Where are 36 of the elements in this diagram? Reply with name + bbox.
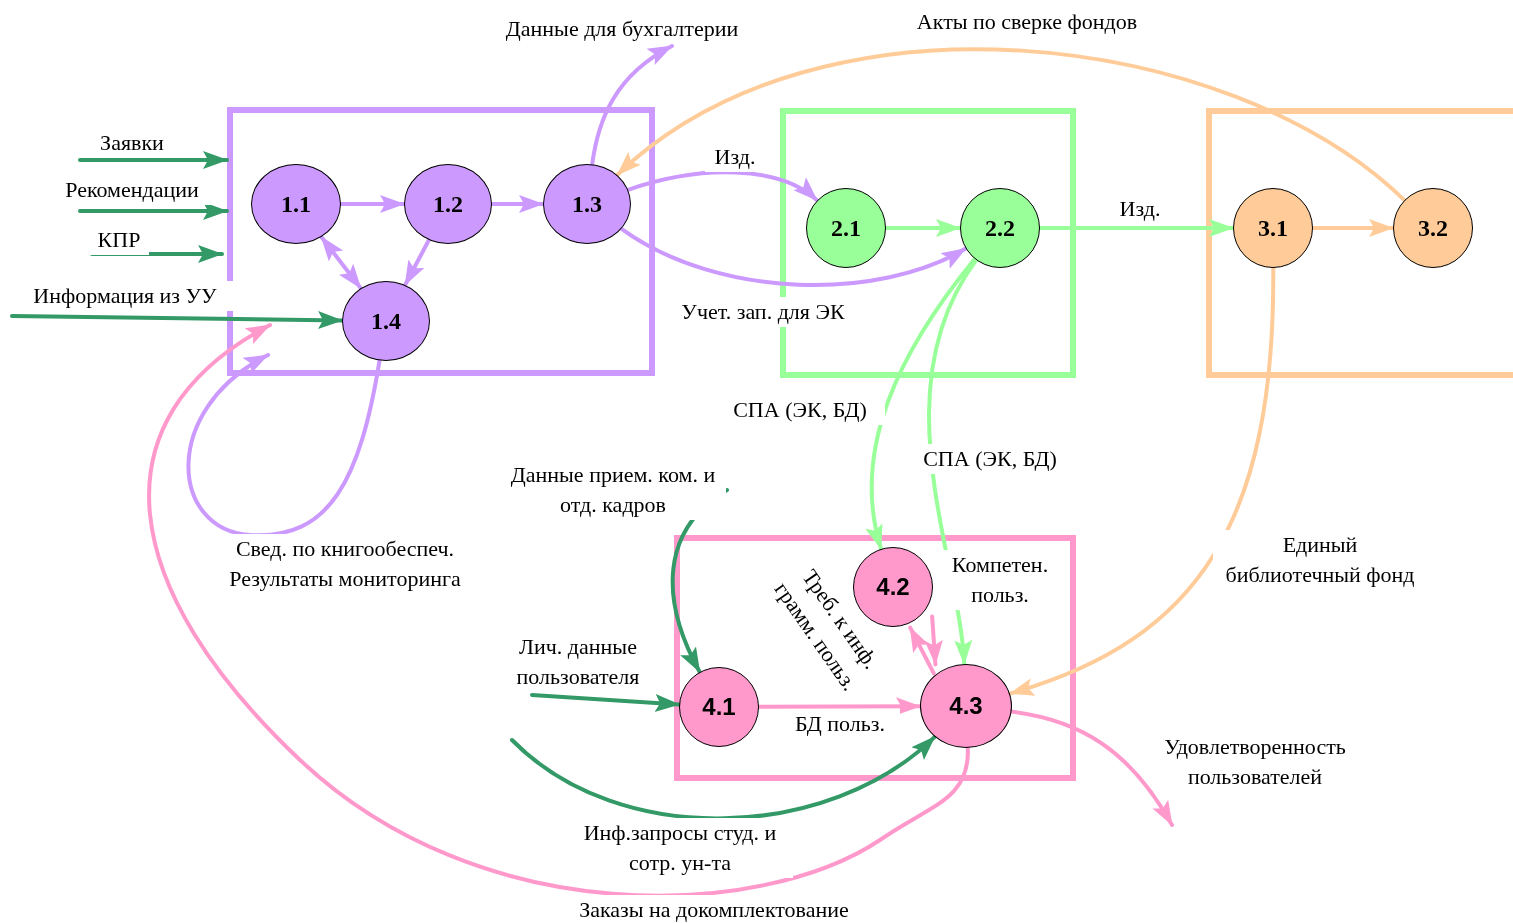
- process-circle: 2.1: [806, 188, 886, 268]
- arrow: [530, 693, 682, 712]
- process-circle: 4.1: [679, 667, 759, 747]
- arrow: [1007, 266, 1276, 696]
- arrow: [78, 151, 229, 169]
- arrow: [1311, 219, 1395, 237]
- arrow: [148, 323, 970, 898]
- arrow: [615, 47, 1407, 203]
- arrow: [866, 256, 977, 551]
- arrow: [510, 734, 937, 821]
- arrow: [339, 195, 406, 213]
- process-circle: 3.1: [1233, 188, 1313, 268]
- process-circle: 1.1: [251, 164, 341, 244]
- group-frame: [1206, 108, 1513, 378]
- arrow: [884, 219, 962, 237]
- arrow: [319, 235, 363, 291]
- arrow: [490, 195, 545, 213]
- arrow: [924, 614, 943, 667]
- arrow: [10, 311, 344, 330]
- arrow: [757, 697, 922, 716]
- process-circle: 1.2: [404, 164, 492, 244]
- arrow: [619, 226, 968, 287]
- arrow: [626, 170, 820, 203]
- process-circle: 1.3: [543, 164, 631, 244]
- process-circle: 4.3: [920, 664, 1012, 748]
- process-circle: 3.2: [1393, 188, 1473, 268]
- arrow: [186, 353, 382, 537]
- arrow: [908, 625, 936, 676]
- arrow: [1009, 709, 1174, 827]
- arrow: [1038, 219, 1235, 237]
- process-circle: 2.2: [960, 188, 1040, 268]
- group-frame: [227, 107, 655, 376]
- process-circle: 4.2: [853, 547, 933, 627]
- arrow: [590, 44, 674, 167]
- arrow: [403, 238, 431, 287]
- process-circle: 1.4: [342, 281, 430, 361]
